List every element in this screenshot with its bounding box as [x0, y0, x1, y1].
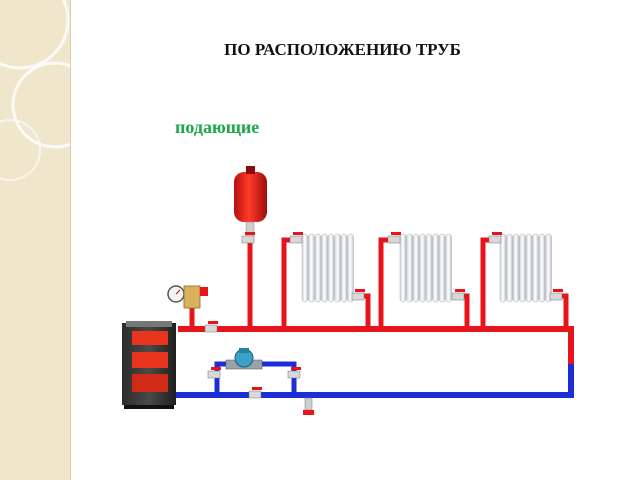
- radiator-section: [512, 233, 520, 303]
- ball-valve: [287, 367, 301, 379]
- boiler-top: [126, 321, 172, 327]
- radiator-2: [399, 233, 452, 303]
- radiator-section: [308, 233, 315, 303]
- safety-valve-cap: [200, 287, 208, 296]
- safety-valve-body: [183, 285, 201, 309]
- valve-handle: [355, 289, 365, 292]
- radiator-section: [314, 233, 322, 303]
- radiators: [301, 233, 552, 303]
- valve-body: [289, 235, 303, 244]
- radiator-section: [506, 233, 513, 303]
- safety-group: [167, 285, 208, 309]
- decorative-rings: [0, 0, 70, 181]
- valve-handle: [455, 289, 465, 292]
- radiator-section: [519, 233, 526, 303]
- radiator-section: [301, 233, 309, 303]
- ball-valve: [248, 387, 262, 399]
- valve-handle: [293, 232, 303, 235]
- radiator-section: [327, 233, 335, 303]
- radiator-2-supply-pipe: [378, 237, 400, 332]
- ball-valve: [451, 289, 465, 301]
- radiator-section: [425, 233, 433, 303]
- expansion-tank: [234, 166, 267, 241]
- radiator-section: [321, 233, 328, 303]
- decorative-side-panel: [0, 0, 71, 480]
- circulation-pump: [225, 348, 263, 370]
- valve-handle: [208, 321, 218, 324]
- radiator-section: [419, 233, 426, 303]
- boiler-panel-top: [132, 331, 168, 345]
- valve-body: [207, 370, 221, 379]
- radiator-1-supply-pipe: [281, 237, 302, 332]
- valve-body: [488, 235, 502, 244]
- radiator-1: [301, 233, 354, 303]
- expansion-tank-body: [234, 172, 267, 222]
- ball-valve: [207, 367, 221, 379]
- valve-handle: [252, 387, 262, 390]
- radiator-section: [438, 233, 446, 303]
- valve-body: [451, 292, 465, 301]
- drain-valve: [303, 397, 314, 415]
- boiler-door: [132, 352, 168, 368]
- radiator-section: [406, 233, 413, 303]
- radiator-section: [340, 233, 348, 303]
- radiator-section: [525, 233, 533, 303]
- radiator-section: [445, 233, 452, 303]
- boiler-ash-door: [132, 374, 168, 392]
- radiator-section: [399, 233, 407, 303]
- slide-subtitle: подающие: [175, 117, 260, 137]
- valve-handle: [553, 289, 563, 292]
- valve-handle: [291, 367, 301, 370]
- valve-body: [351, 292, 365, 301]
- valve-body: [287, 370, 301, 379]
- pressure-gauge-needle: [175, 289, 181, 295]
- ball-valve: [204, 321, 218, 333]
- drain-valve-handle: [303, 410, 314, 415]
- radiator-section: [334, 233, 341, 303]
- pump-head: [239, 348, 249, 353]
- valve-handle: [492, 232, 502, 235]
- ball-valve: [488, 232, 502, 244]
- ball-valve: [549, 289, 563, 301]
- valve-handle: [211, 367, 221, 370]
- decor-ring: [0, 119, 41, 181]
- expansion-tank-cap: [246, 166, 255, 174]
- valve-body: [549, 292, 563, 301]
- boiler-base: [124, 405, 174, 409]
- radiator-section: [538, 233, 546, 303]
- radiator-section: [412, 233, 420, 303]
- boiler: [122, 321, 176, 409]
- radiator-section: [432, 233, 439, 303]
- valves: [204, 232, 563, 399]
- valve-body: [248, 390, 262, 399]
- radiator-section: [532, 233, 539, 303]
- radiator-section: [499, 233, 507, 303]
- radiator-section: [545, 233, 552, 303]
- valve-body: [387, 235, 401, 244]
- decor-ring: [11, 61, 70, 149]
- ball-valve: [351, 289, 365, 301]
- decor-ring: [0, 0, 70, 70]
- drain-valve-body: [304, 397, 313, 411]
- slide-title: ПО РАСПОЛОЖЕНИЮ ТРУБ: [224, 40, 461, 59]
- valve-body: [204, 324, 218, 333]
- radiator-section: [347, 233, 354, 303]
- valve-handle: [391, 232, 401, 235]
- ball-valve: [241, 232, 255, 244]
- radiator-3: [499, 233, 552, 303]
- ball-valve: [387, 232, 401, 244]
- radiator-3-supply-pipe: [480, 237, 500, 332]
- valve-body: [241, 235, 255, 244]
- ball-valve: [289, 232, 303, 244]
- valve-handle: [245, 232, 255, 235]
